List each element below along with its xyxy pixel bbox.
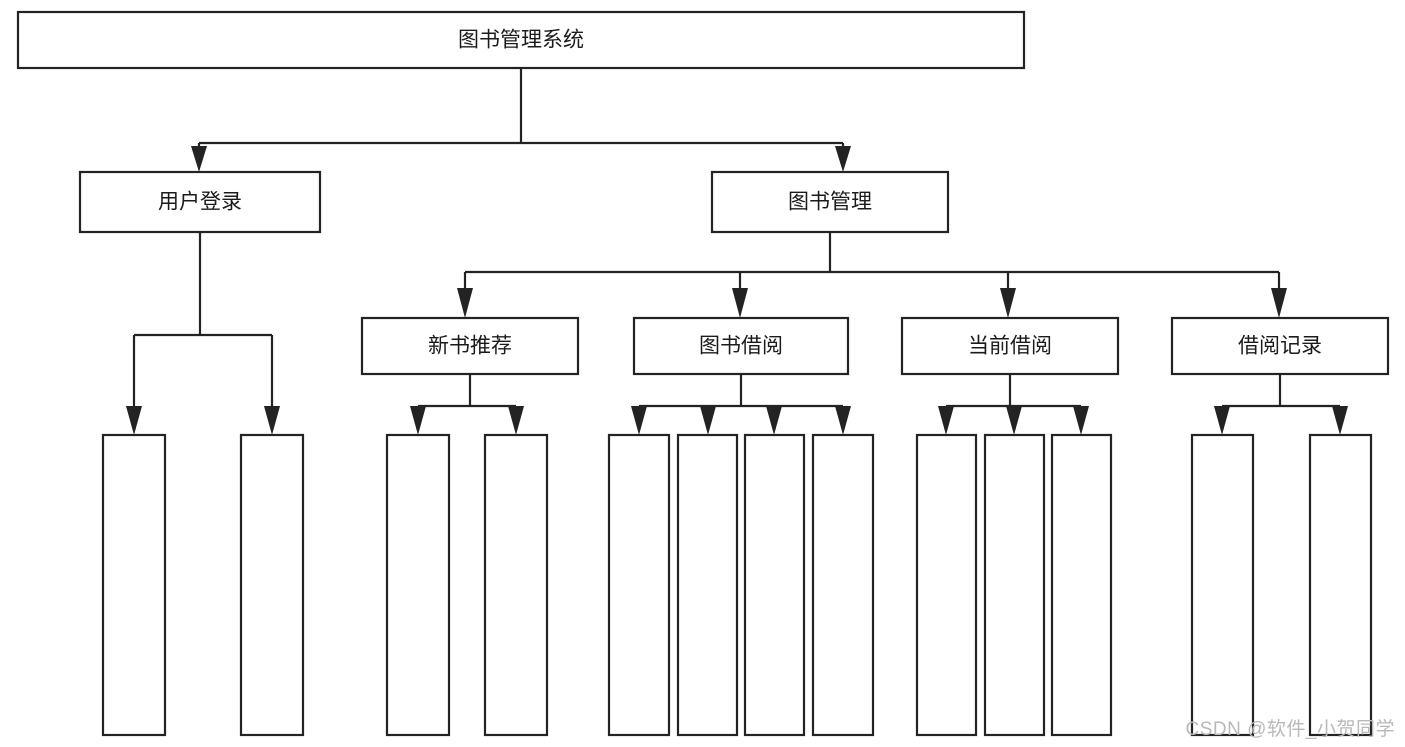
leaf-return-book[interactable]: 归还图书 xyxy=(985,435,1044,735)
arrow-head-leaf-return-book xyxy=(1006,406,1022,435)
leaf-query-borrow-record[interactable]: 查询借阅记录 xyxy=(1310,435,1371,735)
arrow-head-leaf-query-book-current xyxy=(938,406,954,435)
leaf-borrow-book[interactable]: 借阅图书 xyxy=(813,435,873,735)
arrow-head-leaf-add-borrow-record xyxy=(1214,406,1230,435)
connector-root-to-level2 xyxy=(191,68,851,172)
leaf-query-book-current[interactable]: 查询图书 xyxy=(917,435,976,735)
node-root[interactable]: 图书管理系统 xyxy=(16,10,1026,70)
arrow-head-new-book-recommend xyxy=(457,288,473,318)
leaf-edit-book-admin-rect[interactable] xyxy=(743,433,806,737)
arrow-head-leaf-user-login xyxy=(126,406,142,435)
node-current-borrow-label: 当前借阅 xyxy=(968,335,1052,358)
arrow-head-borrow-record xyxy=(1271,288,1287,318)
node-book-management-label: 图书管理 xyxy=(788,191,872,214)
leaf-query-book-current-rect[interactable] xyxy=(915,433,978,737)
leaf-add-book-admin[interactable]: 新增图书（管理员） xyxy=(678,435,737,735)
node-user-login-label: 用户登录 xyxy=(158,191,242,214)
leaf-edit-book-admin[interactable]: 编辑图书（管理员） xyxy=(745,435,804,735)
leaf-query-borrow-record-rect[interactable] xyxy=(1308,433,1373,737)
node-borrow-record-label: 借阅记录 xyxy=(1238,335,1322,358)
leaf-confirm-return-admin[interactable]: 确认归还（管理员） xyxy=(1052,435,1111,735)
node-root-label: 图书管理系统 xyxy=(458,29,584,52)
arrow-head-leaf-borrow-book-recommend xyxy=(508,406,524,435)
node-borrow-record-rect[interactable] xyxy=(1170,316,1390,376)
connector-user-login-to-leaves xyxy=(126,232,280,435)
arrow-head-leaf-query-borrow-record xyxy=(1332,406,1348,435)
connector-book-management-to-level3 xyxy=(457,232,1287,318)
node-book-borrow[interactable]: 图书借阅 xyxy=(632,316,850,376)
connector-book-borrow-to-leaves xyxy=(631,374,851,435)
node-book-management[interactable]: 图书管理 xyxy=(710,170,950,234)
arrow-head-leaf-query-book-borrow xyxy=(631,406,647,435)
leaf-borrow-book-recommend[interactable]: 借阅图书 xyxy=(485,435,547,735)
leaf-user-login-rect[interactable] xyxy=(101,433,167,737)
node-book-borrow-label: 图书借阅 xyxy=(699,335,783,358)
leaf-boxes xyxy=(101,433,1373,737)
arrow-head-user-login xyxy=(191,146,207,172)
leaf-confirm-return-admin-rect[interactable] xyxy=(1050,433,1113,737)
leaf-add-book-admin-rect[interactable] xyxy=(676,433,739,737)
leaf-query-book-recommend[interactable]: 查询图书 xyxy=(387,435,449,735)
leaf-query-book-recommend-rect[interactable] xyxy=(385,433,451,737)
leaf-add-borrow-record-rect[interactable] xyxy=(1190,433,1255,737)
arrow-head-leaf-borrow-book xyxy=(835,406,851,435)
node-root-rect[interactable] xyxy=(16,10,1026,70)
node-new-book-recommend-rect[interactable] xyxy=(360,316,580,376)
leaf-query-book-borrow-rect[interactable] xyxy=(607,433,671,737)
connector-borrow-record-to-leaves xyxy=(1214,374,1348,435)
arrow-head-leaf-logout xyxy=(264,406,280,435)
csdn-watermark: CSDN @软件_小贺同学 xyxy=(1185,719,1395,740)
arrow-head-leaf-add-book-admin xyxy=(700,406,716,435)
arrow-head-book-borrow xyxy=(732,288,748,318)
arrow-head-current-borrow xyxy=(1000,288,1016,318)
node-new-book-recommend[interactable]: 新书推荐 xyxy=(360,316,580,376)
arrow-head-leaf-confirm-return-admin xyxy=(1073,406,1089,435)
node-user-login[interactable]: 用户登录 xyxy=(78,170,322,234)
node-current-borrow[interactable]: 当前借阅 xyxy=(900,316,1120,376)
leaf-user-login[interactable]: 用户登录 xyxy=(103,435,165,735)
node-new-book-recommend-label: 新书推荐 xyxy=(428,335,512,358)
arrow-head-book-management xyxy=(835,146,851,172)
leaf-query-book-borrow[interactable]: 查询图书 xyxy=(609,435,669,735)
node-book-borrow-rect[interactable] xyxy=(632,316,850,376)
leaf-add-borrow-record[interactable]: 新增借阅记录 xyxy=(1192,435,1253,735)
leaf-borrow-book-rect[interactable] xyxy=(811,433,875,737)
leaf-return-book-rect[interactable] xyxy=(983,433,1046,737)
connector-new-book-recommend-to-leaves xyxy=(410,374,524,435)
leaf-logout-rect[interactable] xyxy=(239,433,305,737)
node-borrow-record[interactable]: 借阅记录 xyxy=(1170,316,1390,376)
arrow-head-leaf-edit-book-admin xyxy=(766,406,782,435)
arrow-head-leaf-query-book-recommend xyxy=(410,406,426,435)
leaf-logout[interactable]: 注销登录 xyxy=(241,435,303,735)
leaf-borrow-book-recommend-rect[interactable] xyxy=(483,433,549,737)
node-book-management-rect[interactable] xyxy=(710,170,950,234)
connector-current-borrow-to-leaves xyxy=(938,374,1089,435)
node-user-login-rect[interactable] xyxy=(78,170,322,234)
